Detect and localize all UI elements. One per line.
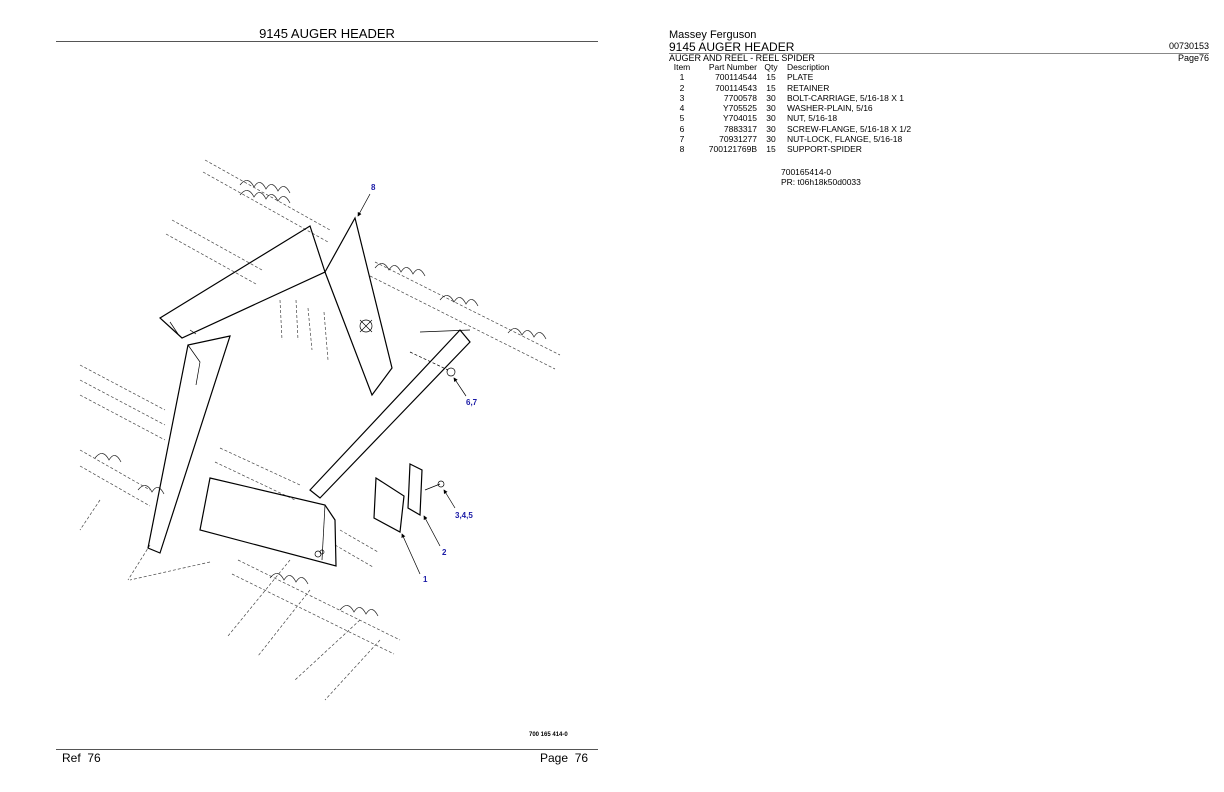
row-description: RETAINER xyxy=(787,82,830,93)
document-number: 00730153 xyxy=(1168,41,1209,51)
header-item: Item xyxy=(673,62,691,72)
row-qty: 15 xyxy=(766,72,776,83)
page-reference: Page76 xyxy=(1177,53,1209,63)
table-row: 5 Y704015 30 NUT, 5/16-18 xyxy=(669,113,913,123)
row-item: 3 xyxy=(679,92,685,103)
brand-name: Massey Ferguson xyxy=(669,29,757,41)
row-description: WASHER-PLAIN, 5/16 xyxy=(787,103,873,114)
ref-footer: Ref 76 xyxy=(62,751,101,765)
row-description: SCREW-FLANGE, 5/16-18 X 1/2 xyxy=(787,123,912,134)
row-description: PLATE xyxy=(787,72,814,83)
parts-table-header: Item Part Number Qty Description xyxy=(669,62,913,72)
row-description: SUPPORT-SPIDER xyxy=(787,144,862,155)
row-qty: 30 xyxy=(766,123,776,134)
header-description: Description xyxy=(787,62,830,72)
callout-6-7: 6,7 xyxy=(466,398,478,407)
table-row: 4 Y705525 30 WASHER-PLAIN, 5/16 xyxy=(669,103,913,113)
table-row: 7 70931277 30 NUT-LOCK, FLANGE, 5/16-18 xyxy=(669,134,913,144)
left-page-title: 9145 AUGER HEADER xyxy=(259,26,395,41)
page-label: Page xyxy=(540,751,569,765)
model-title: 9145 AUGER HEADER xyxy=(669,40,795,54)
footer-divider xyxy=(56,749,598,750)
row-item: 7 xyxy=(679,134,685,145)
row-part-number: 700121769B xyxy=(708,144,757,155)
page-number: 76 xyxy=(574,751,589,765)
callout-8: 8 xyxy=(371,183,376,192)
row-qty: 30 xyxy=(766,92,776,103)
row-part-number: 7883317 xyxy=(723,123,757,134)
row-part-number: 700114543 xyxy=(715,82,757,93)
row-item: 8 xyxy=(679,144,685,155)
row-qty: 30 xyxy=(766,113,776,124)
row-part-number: 700114544 xyxy=(715,72,757,83)
ref-number: 76 xyxy=(87,751,101,765)
page-footer: Page 76 xyxy=(540,751,588,765)
row-item: 4 xyxy=(679,103,685,114)
table-row: 2 700114543 15 RETAINER xyxy=(669,83,913,93)
row-qty: 15 xyxy=(766,144,776,155)
ref-label: Ref xyxy=(62,751,81,765)
production-reference: PR: t06h18k50d0033 xyxy=(781,177,861,187)
row-qty: 15 xyxy=(766,82,776,93)
section-title: AUGER AND REEL - REEL SPIDER xyxy=(669,53,815,63)
row-item: 6 xyxy=(679,123,685,134)
row-part-number: 7700578 xyxy=(723,92,757,103)
drawing-code: 700 165 414-0 xyxy=(529,732,568,738)
table-row: 3 7700578 30 BOLT-CARRIAGE, 5/16-18 X 1 xyxy=(669,93,913,103)
row-qty: 30 xyxy=(766,134,776,145)
table-row: 8 700121769B 15 SUPPORT-SPIDER xyxy=(669,144,913,154)
header-part-number: Part Number xyxy=(708,62,757,72)
title-divider xyxy=(56,41,598,42)
exploded-parts-diagram: 8 6,7 3,4,5 2 1 xyxy=(79,159,561,701)
callout-3-4-5: 3,4,5 xyxy=(455,511,473,520)
row-item: 1 xyxy=(679,72,685,83)
row-description: BOLT-CARRIAGE, 5/16-18 X 1 xyxy=(787,92,904,103)
row-item: 2 xyxy=(679,82,685,93)
header-qty: Qty xyxy=(764,62,778,72)
row-part-number: Y705525 xyxy=(722,103,757,114)
row-item: 5 xyxy=(679,113,685,124)
model-divider xyxy=(669,53,1209,54)
row-description: NUT-LOCK, FLANGE, 5/16-18 xyxy=(787,134,903,145)
table-row: 6 7883317 30 SCREW-FLANGE, 5/16-18 X 1/2 xyxy=(669,124,913,134)
row-qty: 30 xyxy=(766,103,776,114)
table-row: 1 700114544 15 PLATE xyxy=(669,72,913,82)
row-part-number: 70931277 xyxy=(719,134,757,145)
row-description: NUT, 5/16-18 xyxy=(787,113,838,124)
callout-2: 2 xyxy=(442,548,447,557)
callout-1: 1 xyxy=(423,575,428,584)
parts-table: Item Part Number Qty Description 1 70011… xyxy=(669,62,913,155)
row-part-number: Y704015 xyxy=(722,113,757,124)
assembly-number: 700165414-0 xyxy=(781,167,832,177)
